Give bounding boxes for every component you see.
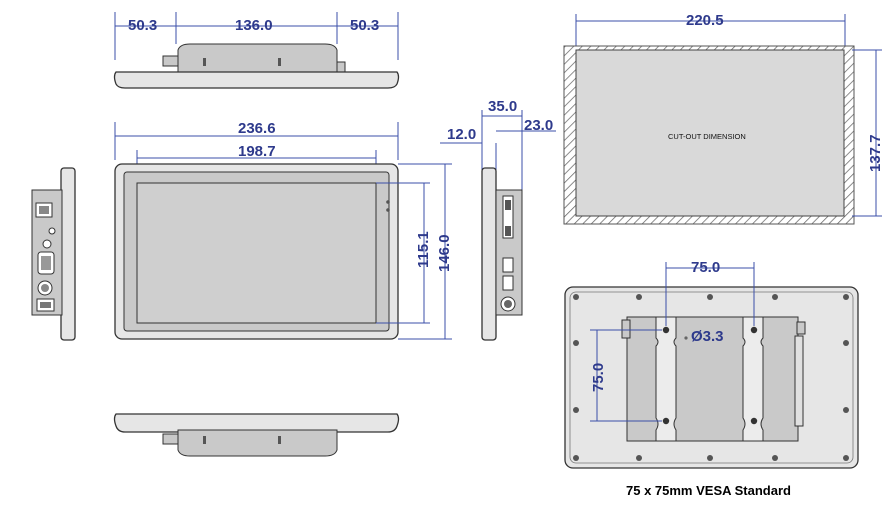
- top-view: 50.3 136.0 50.3: [113, 12, 400, 89]
- dim-screen-width: 198.7: [238, 143, 276, 160]
- dim-front-height: 146.0: [436, 234, 453, 272]
- bottom-view: [113, 413, 400, 457]
- dim-vesa-vertical: 75.0: [590, 363, 607, 392]
- dim-side-bezel: 12.0: [447, 126, 476, 143]
- front-view: 236.6 198.7 115.1 146.0: [114, 120, 453, 340]
- right-side-view: 35.0 12.0 23.0: [440, 98, 556, 341]
- dim-side-body: 23.0: [524, 117, 553, 134]
- dim-front-width: 236.6: [238, 120, 276, 137]
- dim-hole-diameter: Ø3.3: [691, 328, 724, 345]
- dim-top-mid: 136.0: [235, 17, 273, 34]
- left-side-view: [31, 167, 76, 341]
- cutout-label: CUT-OUT DIMENSION: [668, 132, 746, 141]
- cutout-view: 220.5 CUT-OUT DIMENSION 137.7: [563, 12, 884, 225]
- vesa-caption: 75 x 75mm VESA Standard: [626, 483, 791, 498]
- dim-top-right: 50.3: [350, 17, 379, 34]
- dim-cutout-width: 220.5: [686, 12, 724, 29]
- dim-top-left: 50.3: [128, 17, 157, 34]
- dim-vesa-horizontal: 75.0: [691, 259, 720, 276]
- dim-cutout-height: 137.7: [867, 134, 884, 172]
- dim-screen-height: 115.1: [415, 231, 432, 268]
- dim-side-depth: 35.0: [488, 98, 517, 115]
- rear-vesa-view: 75.0 Ø3.3 75.0: [564, 259, 859, 469]
